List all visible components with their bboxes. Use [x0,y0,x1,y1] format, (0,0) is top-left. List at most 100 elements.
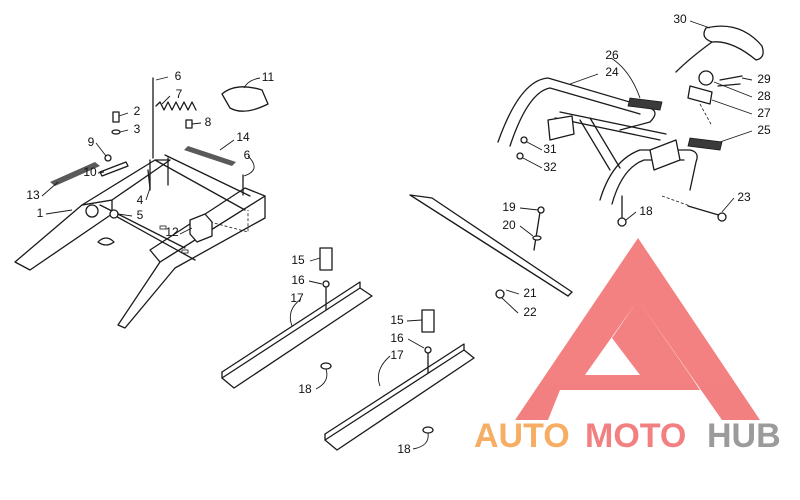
part-10-pad [99,161,129,177]
leader-15a [309,257,321,262]
leader-5 [117,213,133,217]
leader-13 [41,181,59,197]
leader-16a [308,280,323,285]
callout-20: 20 [502,218,516,232]
leader-28 [713,81,753,98]
leader-16b [407,338,425,349]
part-9-button [104,154,112,162]
part-29-bolts [717,75,743,87]
frame-left-rail [14,199,113,271]
callout-1: 1 [37,206,44,220]
part-3-washer [111,129,121,135]
leader-20 [519,225,534,237]
leader-15b [406,319,423,322]
part-17-runner-upper [221,287,373,389]
callout-17b: 17 [390,348,404,362]
part-18-nut-bumper [617,217,627,227]
part-23-bolt [687,205,723,217]
part-14-strip [184,146,236,166]
bumper-lower-loop-inner [611,159,685,205]
callout-24: 24 [605,65,619,79]
part-27-hitch [687,85,713,105]
callout-14: 14 [236,130,250,144]
part-32-nut [516,152,524,160]
callout-5: 5 [137,208,144,222]
callout-26: 26 [605,48,619,62]
leader-17b [377,355,391,387]
leader-9 [95,142,107,157]
leader-6a [155,76,169,81]
bumper-right-mount [649,139,681,171]
callout-29: 29 [757,72,771,86]
flap-assembly [409,194,573,299]
leader-22 [501,297,519,314]
frame-hardware [50,77,269,243]
leader-18b [412,432,429,450]
leader-24 [569,73,599,85]
leader-10 [97,171,105,174]
leader-23 [721,197,735,213]
part-30-grip [703,25,764,61]
frame-bumper [97,237,115,246]
part-4-pin [147,169,151,189]
part-13-strip [50,162,100,186]
part-2-bolt [112,111,120,123]
callout-11: 11 [262,70,275,84]
watermark-logo: AUTO MOTO HUB [474,238,781,455]
watermark-text-auto: AUTO [474,417,570,455]
part-12-bracket [189,213,213,243]
leader-8 [191,122,202,125]
callout-25: 25 [757,123,771,137]
watermark-text-hub: HUB [707,417,781,455]
bumper-left-loop [497,77,656,143]
frame-cross-member-3 [154,159,246,211]
callout-30: 30 [673,12,687,26]
callout-18a: 18 [298,382,312,396]
part-16-head-upper [322,280,330,288]
leader-18a [315,368,328,390]
callout-15b: 15 [390,313,404,327]
part-25-decal [687,137,723,151]
leader-3 [119,129,129,133]
callout-28: 28 [757,89,771,103]
leader-21 [505,289,520,295]
callout-3: 3 [134,122,141,136]
callout-6a: 6 [175,69,182,83]
callout-9: 9 [88,135,95,149]
leader-4 [145,187,151,201]
frame-slot-2 [181,249,189,254]
part-22-nut [495,289,505,299]
part-15-block-lower [421,309,435,333]
leader-18c [625,211,637,221]
part-18-nut-upper [320,362,332,370]
leader-12 [179,227,193,235]
callout-18b: 18 [397,442,411,456]
leader-31 [526,141,543,151]
part-7-spring [155,101,197,111]
runner-assembly-upper [221,247,373,389]
leader-32 [522,157,543,169]
part-23-head [717,212,727,222]
frame-tube-end [85,204,99,218]
part-23-spacer [661,195,691,207]
callout-16a: 16 [291,273,305,287]
part-26-decal [627,97,663,111]
frame-slot-1 [159,225,167,230]
part-16-head-lower [424,346,432,354]
leader-6b [243,155,255,177]
part-17-runner-upper-edge [221,281,361,373]
runner-assembly-lower [324,309,475,451]
part-19-head [537,206,545,214]
leader-7 [161,95,171,105]
callout-18c: 18 [639,204,653,218]
part-27-chain [699,103,713,127]
callout-21: 21 [523,286,537,300]
callout-4: 4 [137,193,144,207]
callout-8: 8 [205,115,212,129]
part-8-clip [185,119,193,129]
callout-15a: 15 [291,253,305,267]
frame-cross-member-4 [164,154,251,197]
part-17-runner-lower [324,349,475,451]
callout-17a: 17 [290,291,304,305]
